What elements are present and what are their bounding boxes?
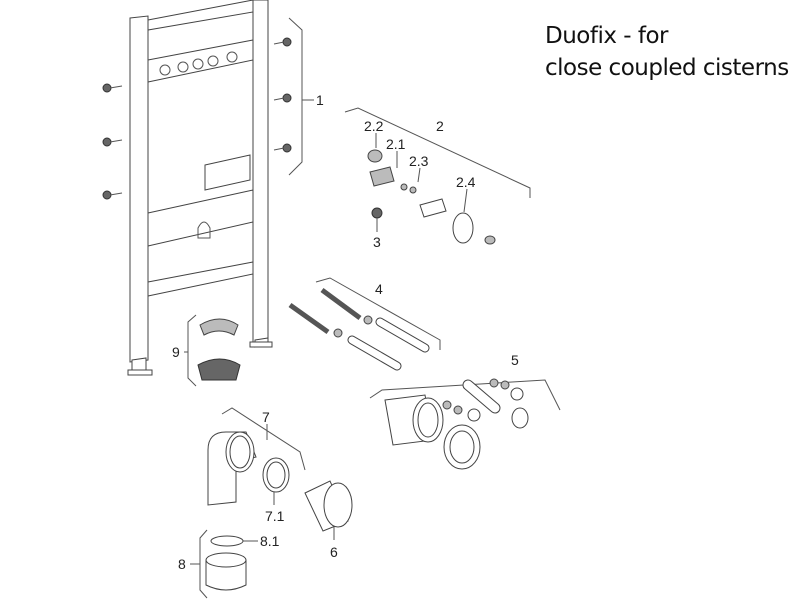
- title-line-2: close coupled cisterns: [545, 55, 789, 81]
- part-8-sleeve: [205, 535, 247, 591]
- diagram-title: Duofix - for close coupled cisterns: [545, 20, 789, 84]
- label-part-2-4: 2.4: [456, 174, 476, 190]
- part-9-bracket: [197, 318, 241, 381]
- title-line-1: Duofix - for: [545, 23, 669, 49]
- label-part-7: 7: [262, 409, 270, 425]
- part-4-rods: [288, 287, 430, 371]
- part-1-screws: [102, 37, 292, 200]
- label-part-2-1: 2.1: [386, 136, 406, 152]
- part-7-bend: [207, 431, 290, 506]
- label-part-1: 1: [316, 92, 324, 108]
- label-part-7-1: 7.1: [265, 508, 285, 524]
- label-part-6: 6: [330, 544, 338, 560]
- label-part-4: 4: [375, 281, 383, 297]
- part-5-connector-set: [384, 378, 529, 470]
- part-2-valve: [367, 149, 496, 245]
- label-part-5: 5: [511, 352, 519, 368]
- part-1-frame: [127, 0, 273, 376]
- label-part-3: 3: [373, 234, 381, 250]
- label-part-2: 2: [436, 118, 444, 134]
- label-part-2-2: 2.2: [364, 118, 384, 134]
- part-6-adapter: [304, 480, 353, 532]
- label-part-2-3: 2.3: [409, 153, 429, 169]
- label-part-9: 9: [172, 344, 180, 360]
- label-part-8-1: 8.1: [260, 533, 280, 549]
- label-part-8: 8: [178, 556, 186, 572]
